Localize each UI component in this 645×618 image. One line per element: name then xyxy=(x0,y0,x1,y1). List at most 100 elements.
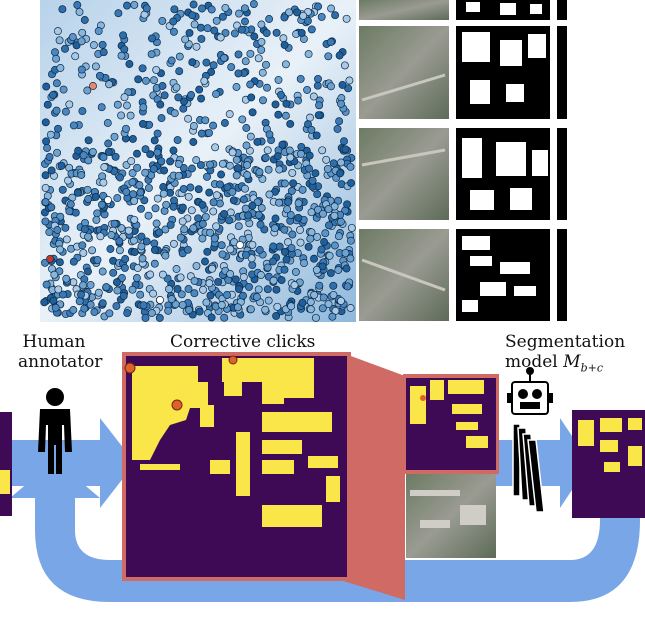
scatter-dot xyxy=(86,300,95,309)
person-icon xyxy=(38,388,72,474)
scatter-dot xyxy=(315,281,324,290)
corrective-click-2[interactable] xyxy=(171,399,183,411)
scatter-dot xyxy=(190,276,199,285)
scatter-dot xyxy=(166,220,175,229)
scatter-dot xyxy=(234,50,243,59)
scatter-dot xyxy=(42,82,51,91)
scatter-dot xyxy=(170,109,179,118)
scatter-dot xyxy=(205,188,214,197)
scatter-dot xyxy=(327,82,335,91)
scatter-dot xyxy=(275,165,284,174)
scatter-dot xyxy=(119,31,128,40)
scatter-dot xyxy=(240,4,249,13)
scatter-dot xyxy=(184,114,193,123)
scatter-dot xyxy=(114,9,123,18)
scatter-dot xyxy=(215,199,224,208)
scatter-dot xyxy=(297,142,306,151)
scatter-dot xyxy=(169,202,178,211)
scatter-dot xyxy=(237,25,246,34)
scatter-dot xyxy=(90,308,99,317)
scatter-dot xyxy=(190,289,199,298)
scatter-dot xyxy=(107,231,116,239)
scatter-dot xyxy=(220,54,229,62)
scatter-dot xyxy=(274,110,283,119)
scatter-dot xyxy=(192,156,201,165)
scatter-dot xyxy=(320,238,329,246)
scatter-dot xyxy=(57,161,66,170)
scatter-dot xyxy=(141,145,150,154)
scatter-dot xyxy=(282,99,291,108)
scatter-dot xyxy=(161,251,170,260)
scatter-dot xyxy=(205,128,213,137)
scatter-dot xyxy=(130,248,139,257)
scatter-dot xyxy=(307,208,316,217)
scatter-dot xyxy=(246,132,255,141)
scatter-dot xyxy=(80,225,89,234)
scatter-dot xyxy=(117,51,126,60)
scatter-dot xyxy=(216,33,225,42)
scatter-dot xyxy=(212,16,221,25)
scatter-dot xyxy=(334,232,343,241)
scatter-dot xyxy=(335,51,344,60)
scatter-dot xyxy=(86,280,95,289)
scatter-dot xyxy=(113,100,122,109)
scatter-dot xyxy=(346,304,355,312)
scatter-dot xyxy=(198,200,207,209)
scatter-dot xyxy=(99,48,108,57)
scatter-dot xyxy=(323,164,332,173)
scatter-dot xyxy=(45,228,54,237)
scatter-dot xyxy=(128,169,137,178)
scatter-dot xyxy=(105,309,114,318)
scatter-dot xyxy=(346,236,355,245)
scatter-dot xyxy=(234,285,243,294)
scatter-dot xyxy=(319,209,327,218)
scatter-dot xyxy=(110,219,119,228)
scatter-dot xyxy=(55,258,64,267)
corrective-click-3[interactable] xyxy=(228,355,238,365)
scatter-dot xyxy=(50,270,59,279)
scatter-dot xyxy=(258,68,267,77)
scatter-dot xyxy=(192,261,201,270)
scatter-dot xyxy=(227,63,236,72)
scatter-dot xyxy=(106,245,115,253)
scatter-dot xyxy=(73,188,82,197)
scatter-dot xyxy=(345,76,354,85)
scatter-dot xyxy=(69,306,78,314)
scatter-dot xyxy=(169,17,178,26)
scatter-dot xyxy=(169,146,178,155)
scatter-dot xyxy=(337,158,345,167)
scatter-dot xyxy=(180,97,188,106)
scatter-dot xyxy=(46,130,55,139)
scatter-dot xyxy=(149,164,158,173)
scatter-dot xyxy=(317,12,326,21)
scatter-dot xyxy=(343,200,352,209)
scatter-dot xyxy=(298,185,307,194)
scatter-dot xyxy=(98,172,107,181)
scatter-dot xyxy=(221,3,230,12)
scatter-dot xyxy=(187,91,196,99)
scatter-dot xyxy=(209,121,218,130)
scatter-dot xyxy=(61,223,70,232)
scatter-dot xyxy=(228,187,237,196)
scatter-dot xyxy=(329,159,338,168)
scatter-dot-highlight xyxy=(104,196,112,204)
scatter-dot xyxy=(342,14,351,23)
corrective-click-1[interactable] xyxy=(124,362,136,374)
scatter-dot xyxy=(300,259,308,268)
scatter-dot xyxy=(226,245,235,254)
scatter-dot xyxy=(265,190,274,199)
scatter-dot xyxy=(209,61,218,70)
scatter-dot xyxy=(165,285,173,294)
scatter-dot xyxy=(277,276,286,285)
scatter-dot xyxy=(188,164,196,173)
scatter-dot xyxy=(207,5,216,14)
scatter-dot xyxy=(274,75,283,84)
scatter-dot xyxy=(285,8,294,17)
scatter-dot-highlight xyxy=(156,296,164,304)
scatter-dot xyxy=(254,211,263,219)
scatter-dot xyxy=(225,110,234,119)
scatter-dot xyxy=(138,119,147,128)
scatter-dot xyxy=(96,232,105,241)
scatter-dot xyxy=(49,91,57,99)
scatter-dot xyxy=(43,100,52,109)
